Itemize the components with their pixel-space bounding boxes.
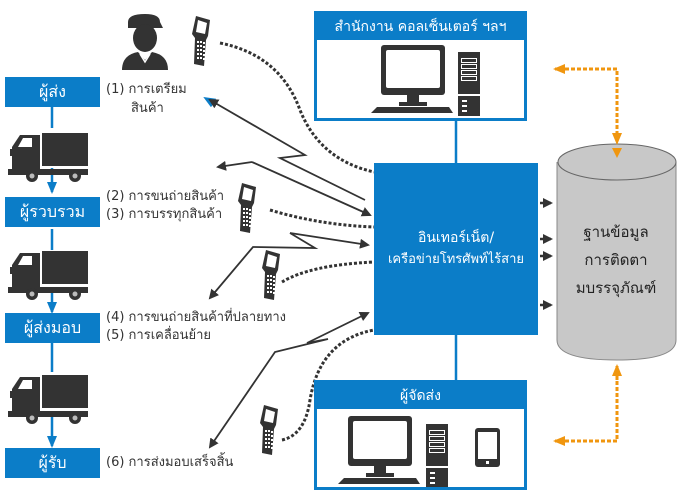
arrow-down-db: [612, 148, 622, 158]
database-cylinder: [556, 143, 677, 361]
step-5-label: (5) การเคลื่อนย้าย: [106, 328, 212, 343]
role-sender: ผู้ส่ง: [5, 77, 100, 107]
database-label-line3: มบรรจุภัณฑ์: [575, 279, 657, 297]
handheld-scanner-icon: [262, 250, 280, 300]
wireless-link: [269, 208, 375, 229]
handheld-scanner-icon: [260, 405, 278, 455]
handheld-scanner-icon: [238, 183, 256, 233]
hub-label-line1: อินเทอร์เน็ต/: [417, 230, 495, 246]
step-4-label: (4) การขนถ่ายสินค้าที่ปลายทาง: [106, 310, 287, 325]
role-label: ผู้ส่งมอบ: [23, 317, 82, 337]
role-label: ผู้ส่ง: [39, 81, 66, 101]
arrow-to-step4: [208, 232, 319, 300]
role-deliverer: ผู้ส่งมอบ: [5, 313, 100, 343]
role-label: ผู้รวบรวม: [19, 201, 86, 221]
step-2-label: (2) การขนถ่ายสินค้า: [106, 189, 225, 204]
role-collector: ผู้รวบรวม: [5, 197, 100, 227]
arrow-to-step6: [208, 338, 329, 449]
tablet-icon: [475, 428, 500, 467]
office-panel-title: สำนักงาน คอลเซ็นเตอร์ ฯลฯ: [317, 14, 524, 40]
handheld-scanner-icon: [192, 16, 210, 66]
hub-db-links: [540, 198, 553, 310]
step-6-label: (6) การส่งมอบเสร็จสิ้น: [106, 455, 234, 470]
truck-icon: [8, 375, 88, 424]
worker-icon: [122, 14, 168, 70]
truck-icon: [8, 133, 88, 182]
data-arrows: [203, 96, 372, 449]
role-receiver: ผู้รับ: [5, 448, 100, 478]
arrow-to-step1: [208, 98, 366, 201]
wireless-link: [281, 328, 375, 442]
database-label-line1: ฐานข้อมูล: [583, 223, 649, 241]
arrow-to-hub: [306, 312, 370, 344]
office-panel: สำนักงาน คอลเซ็นเตอร์ ฯลฯ: [314, 11, 527, 121]
arrow-to-hub: [251, 161, 372, 217]
arrow-to-hub: [289, 232, 370, 249]
wireless-links: [219, 41, 375, 442]
network-hub: อินเทอร์เน็ต/ เครือข่ายโทรศัพท์ไร้สาย: [374, 163, 538, 335]
sync-link-shipper: [553, 369, 619, 446]
sync-links: [553, 64, 622, 446]
arrow-to-step2: [216, 160, 253, 171]
wireless-link: [281, 260, 375, 284]
step-1-label-cont: สินค้า: [131, 101, 164, 116]
role-label: ผู้รับ: [38, 452, 67, 472]
database-label-line2: การติดตา: [584, 251, 648, 269]
hub-label-line2: เครือข่ายโทรศัพท์ไร้สาย: [387, 252, 525, 267]
step-3-label: (3) การบรรทุกสินค้า: [106, 207, 223, 222]
database-label: ฐานข้อมูล การติดตา มบรรจุภัณฑ์: [558, 218, 674, 302]
shipper-panel-title: ผู้จัดส่ง: [317, 383, 524, 409]
sync-link-office: [553, 64, 619, 141]
truck-icon: [8, 251, 88, 300]
step-1-label: (1) การเตรียม: [106, 82, 187, 97]
shipper-panel: ผู้จัดส่ง: [314, 380, 527, 490]
